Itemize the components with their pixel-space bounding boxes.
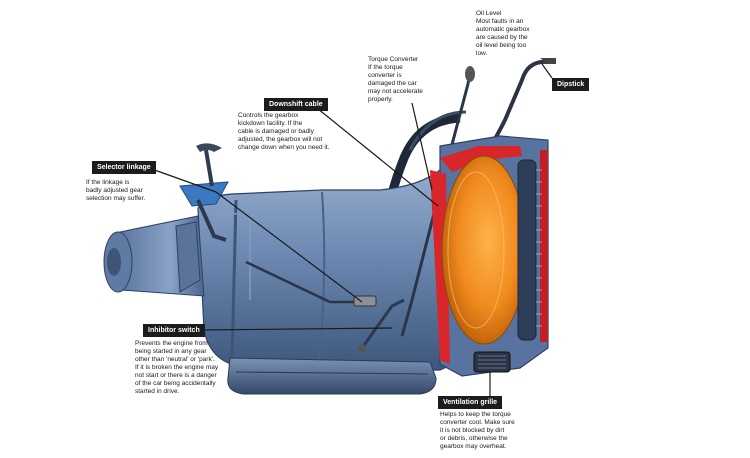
inhibitor-linkage bbox=[360, 298, 405, 349]
oil-level-heading: Oil Level bbox=[476, 10, 502, 17]
oil-level-text: Most faults in an automatic gearbox are … bbox=[476, 18, 530, 57]
leader-inhibitor-switch bbox=[199, 327, 393, 331]
leader-downshift-cable bbox=[311, 103, 439, 207]
inhibitor-switch-label: Inhibitor switch bbox=[143, 324, 205, 337]
oil-return-pipe bbox=[387, 113, 461, 196]
dipstick-label: Dipstick bbox=[552, 78, 590, 91]
torque-converter-heading: Torque Converter bbox=[368, 56, 419, 63]
selector-linkage-label: Selector linkage bbox=[92, 161, 156, 174]
torque-converter bbox=[441, 155, 527, 345]
ventilation-grille bbox=[473, 351, 511, 373]
selector-lever bbox=[204, 149, 214, 187]
leader-dipstick bbox=[541, 63, 553, 79]
leader-selector-linkage-2 bbox=[215, 191, 363, 303]
ventilation-grille-label: Ventilation grille bbox=[438, 396, 503, 409]
dipstick-handle bbox=[540, 58, 556, 64]
leader-selector-linkage bbox=[148, 167, 217, 193]
downshift-cable-label: Downshift cable bbox=[264, 98, 328, 111]
inhibitor-switch-text: Prevents the engine from being started i… bbox=[135, 340, 219, 395]
selector-linkage-text: If the linkage is badly adjusted gear se… bbox=[86, 179, 146, 202]
leader-torque-converter bbox=[411, 102, 433, 191]
ventilation-grille-text: Helps to keep the torque converter cool.… bbox=[440, 411, 515, 450]
flexplate bbox=[517, 159, 537, 341]
downshift-cable-text: Controls the gearbox kickdown facility. … bbox=[238, 112, 330, 151]
torque-converter-text: If the torque converter is damaged the c… bbox=[368, 64, 423, 103]
oil-pan bbox=[227, 357, 437, 395]
downshift-cable-line bbox=[245, 260, 358, 304]
